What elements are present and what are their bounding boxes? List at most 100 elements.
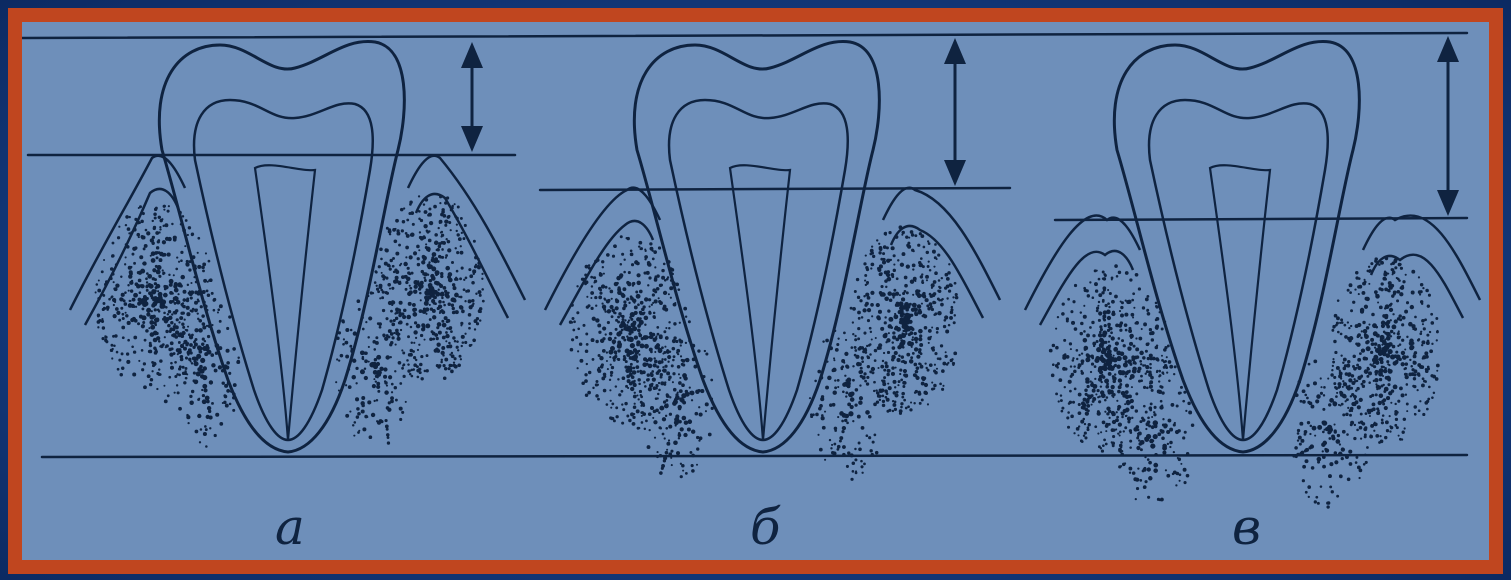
bone-dot <box>882 404 885 407</box>
bone-dot <box>857 415 861 419</box>
bone-dot <box>410 211 414 215</box>
bone-dot <box>1143 405 1146 408</box>
bone-dot <box>658 369 661 372</box>
bone-dot <box>821 395 824 398</box>
bone-dot <box>405 246 409 250</box>
bone-dot <box>389 320 392 323</box>
bone-dot <box>899 294 901 296</box>
bone-dot <box>387 263 391 267</box>
bone-dot <box>1374 257 1377 260</box>
bone-dot <box>919 402 922 405</box>
bone-dot <box>1343 382 1347 386</box>
bone-dot <box>614 350 618 354</box>
bone-dot <box>421 323 425 327</box>
bone-dot <box>952 296 954 298</box>
bone-dot <box>1083 315 1087 319</box>
bone-dot <box>1094 378 1096 380</box>
bone-dot <box>679 377 681 379</box>
bone-dot <box>1401 285 1404 288</box>
bone-dot <box>412 312 417 317</box>
bone-dot <box>893 264 895 266</box>
bone-dot <box>932 346 935 349</box>
bone-dot <box>654 437 656 439</box>
bone-dot <box>1138 367 1142 371</box>
bone-dot <box>691 454 695 458</box>
bone-dot <box>680 344 682 346</box>
bone-dot <box>343 338 345 340</box>
bone-dot <box>1431 396 1434 399</box>
bone-dot <box>610 407 612 409</box>
bone-dot <box>689 451 692 454</box>
bone-dot <box>639 241 643 245</box>
bone-dot <box>1368 371 1372 375</box>
bone-dot <box>427 274 429 276</box>
bone-dot <box>1402 280 1405 283</box>
bone-dot <box>1374 422 1378 426</box>
bone-dot <box>576 311 579 314</box>
bone-dot <box>441 351 445 355</box>
bone-dot <box>684 420 688 424</box>
bone-dot <box>197 398 200 401</box>
bone-dot <box>1330 373 1333 376</box>
bone-dot <box>868 436 871 439</box>
bone-dot <box>451 354 455 358</box>
bone-dot <box>1414 327 1417 330</box>
bone-dot <box>413 251 417 255</box>
bone-dot <box>708 433 712 437</box>
bone-dot <box>1317 425 1322 430</box>
bone-dot <box>1069 390 1072 393</box>
bone-dot <box>405 256 407 258</box>
bone-dot <box>1095 289 1098 292</box>
bone-dot <box>685 342 687 344</box>
bone-dot <box>1307 401 1310 404</box>
bone-dot <box>938 290 941 293</box>
bone-dot <box>621 253 624 256</box>
bone-dot <box>634 392 636 394</box>
bone-dot <box>1334 460 1338 464</box>
bone-dot <box>946 277 950 281</box>
bone-dot <box>1386 360 1389 363</box>
bone-dot <box>438 242 441 245</box>
bone-dot <box>1124 426 1127 429</box>
bone-dot <box>932 301 936 305</box>
bone-dot <box>185 367 188 370</box>
bone-dot <box>870 331 872 333</box>
bone-dot <box>1173 373 1175 375</box>
bone-dot <box>120 307 123 310</box>
bone-stipple-lower-right-a <box>335 289 415 445</box>
bone-dot <box>170 321 173 324</box>
bone-dot <box>1424 351 1428 355</box>
bone-dot <box>1120 441 1123 444</box>
bone-dot <box>673 388 677 392</box>
bone-dot <box>174 375 177 378</box>
bone-dot <box>98 319 101 322</box>
bone-dot <box>1070 348 1072 350</box>
bone-dot <box>464 300 466 302</box>
bone-dot <box>1159 385 1162 388</box>
bone-dot <box>1305 491 1308 494</box>
bone-dot <box>874 433 877 436</box>
bone-dot <box>829 403 833 407</box>
bone-dot <box>886 246 889 249</box>
bone-dot <box>629 356 633 360</box>
bone-dot <box>676 451 680 455</box>
bone-dot <box>458 237 462 241</box>
bone-dot <box>648 276 651 279</box>
bone-dot <box>614 337 617 340</box>
bone-dot <box>1149 367 1151 369</box>
bone-dot <box>175 325 179 329</box>
bone-dot <box>572 329 575 332</box>
bone-dot <box>1357 358 1361 362</box>
bone-dot <box>678 433 682 437</box>
bone-dot <box>906 264 910 268</box>
bone-dot <box>920 363 922 365</box>
bone-dot <box>463 279 465 281</box>
bone-dot <box>854 458 857 461</box>
bone-dot <box>627 379 631 383</box>
bone-dot <box>1328 474 1332 478</box>
bone-dot <box>463 237 466 240</box>
bone-dot <box>1103 352 1106 355</box>
bone-dot <box>852 470 855 473</box>
bone-dot <box>403 207 405 209</box>
bone-dot <box>1418 290 1422 294</box>
